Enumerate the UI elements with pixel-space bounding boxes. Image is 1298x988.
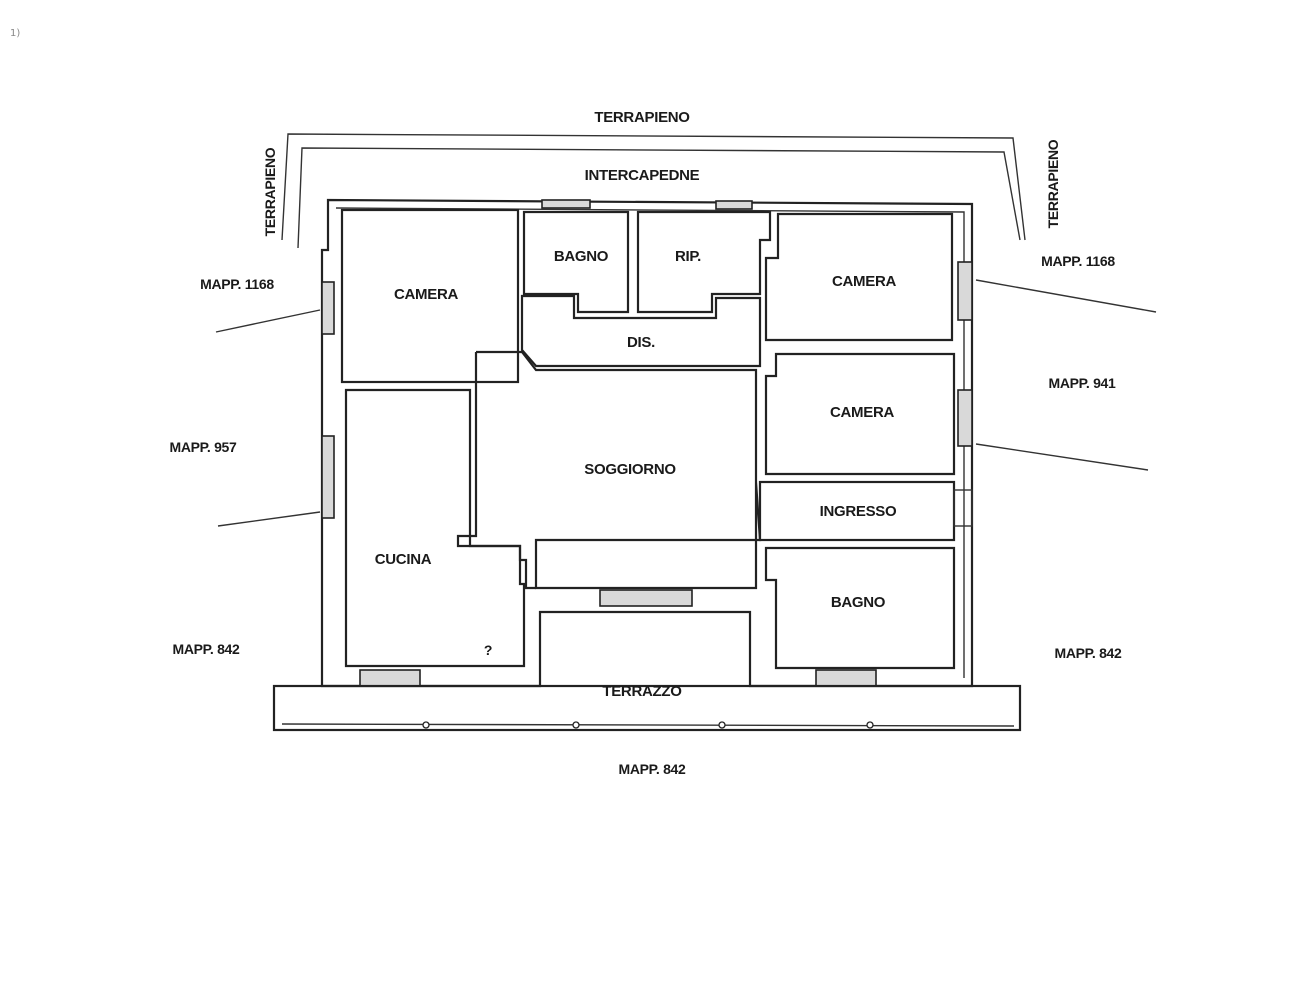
label-cucina: CUCINA (375, 551, 432, 568)
label-camera-ne: CAMERA (832, 273, 896, 290)
window-s-soggiorno (599, 589, 693, 607)
label-mapp-1168-left: MAPP. 1168 (200, 276, 274, 292)
label-mapp-957: MAPP. 957 (169, 439, 237, 455)
parcel-line-e-2 (975, 443, 1149, 471)
window-e-1 (957, 261, 973, 321)
room-dis (520, 294, 762, 368)
label-terrapieno-left: TERRAPIENO (262, 147, 278, 236)
label-mapp-842-right: MAPP. 842 (1054, 645, 1122, 661)
label-terrapieno-right: TERRAPIENO (1045, 139, 1061, 228)
terrazzo-post (866, 721, 874, 729)
label-mapp-941: MAPP. 941 (1048, 375, 1116, 391)
window-e-2 (957, 389, 973, 447)
label-rip: RIP. (675, 248, 701, 265)
label-soggiorno: SOGGIORNO (584, 461, 676, 478)
label-mapp-842-left: MAPP. 842 (172, 641, 240, 657)
room-cucina (344, 388, 526, 668)
room-bagno-se (764, 546, 956, 670)
room-soggiorno (476, 350, 762, 590)
terrazzo-slab (272, 684, 1022, 732)
terrazzo-edge (281, 723, 1015, 727)
room-bagno-n (522, 210, 630, 314)
label-terrazzo: TERRAZZO (602, 683, 682, 700)
parcel-line-w-2 (217, 511, 321, 527)
parcel-line-e-1 (975, 279, 1157, 313)
terrapieno-boundary (281, 133, 1026, 241)
label-dis: DIS. (627, 334, 655, 351)
room-camera-ne (764, 212, 954, 342)
window-s-cucina (359, 669, 421, 687)
label-mapp-1168-right: MAPP. 1168 (1041, 253, 1115, 269)
label-camera-nw: CAMERA (394, 286, 458, 303)
window-s-bagno (815, 669, 877, 687)
parcel-line-w-1 (215, 309, 321, 333)
label-ingresso: INGRESSO (820, 503, 897, 520)
window-n-1 (541, 199, 591, 209)
ingresso-door (953, 489, 973, 527)
terrazzo-post (718, 721, 726, 729)
label-mapp-842-bottom: MAPP. 842 (618, 761, 686, 777)
label-bagno-n: BAGNO (554, 248, 609, 265)
room-rip (636, 210, 772, 314)
label-terrapieno-top: TERRAPIENO (594, 109, 690, 126)
room-camera-e (764, 352, 956, 476)
stray-mark: ? (484, 642, 492, 658)
room-camera-nw (340, 208, 520, 384)
terrazzo-post (422, 721, 430, 729)
window-n-2 (715, 200, 753, 210)
label-camera-e: CAMERA (830, 404, 894, 421)
building-inner-wall (335, 207, 965, 678)
corner-mark: 1) (10, 28, 20, 39)
intercapedine-boundary (297, 147, 1021, 249)
window-w-2 (321, 435, 335, 519)
label-bagno-se: BAGNO (831, 594, 886, 611)
label-intercapedine: INTERCAPEDNE (585, 167, 700, 184)
terrazzo-post (572, 721, 580, 729)
window-w-1 (321, 281, 335, 335)
